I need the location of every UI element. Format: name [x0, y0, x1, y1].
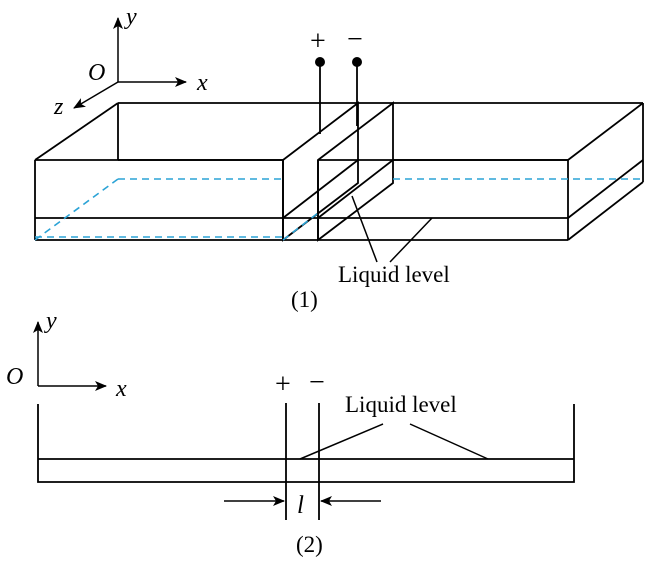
positive-sign: + [310, 26, 326, 57]
x-axis-label: x [196, 70, 208, 96]
negative-sign: − [347, 24, 363, 55]
liquid-level-callout: Liquid level [338, 195, 450, 287]
trough-box [34, 102, 644, 241]
liquid-level-callout-2: Liquid level [299, 392, 489, 460]
axes-3d: y x z O [53, 4, 208, 120]
figure-1-caption: (1) [291, 287, 318, 312]
figure-2-caption: (2) [296, 532, 323, 557]
y-axis-label-2: y [44, 308, 57, 334]
negative-terminal-dot [352, 57, 362, 67]
figure-1: y x z O [34, 4, 644, 312]
electrode-plates [282, 101, 568, 242]
positive-terminal-dot [315, 57, 325, 67]
electrodes-section: + − [275, 367, 325, 520]
negative-plate [317, 101, 394, 242]
liquid-surface-hidden [34, 178, 643, 241]
gap-label: l [297, 492, 304, 519]
origin-label: O [88, 60, 105, 86]
x-axis-label-2: x [115, 376, 127, 402]
axes-2d: y x O [6, 308, 127, 402]
liquid-level-label-2: Liquid level [345, 392, 457, 417]
y-axis-label: y [124, 4, 137, 30]
negative-sign-2: − [309, 367, 325, 398]
figure-2: y x O + − l Liquid level (2) [6, 308, 575, 557]
z-axis-label: z [53, 94, 64, 120]
gap-indicator: l [224, 492, 381, 519]
terminals: + − [310, 24, 363, 134]
z-axis-arrow [73, 81, 119, 109]
positive-sign-2: + [275, 369, 291, 400]
liquid-level-label-1: Liquid level [338, 262, 450, 287]
trough-section [37, 404, 575, 483]
origin-label-2: O [6, 364, 23, 390]
